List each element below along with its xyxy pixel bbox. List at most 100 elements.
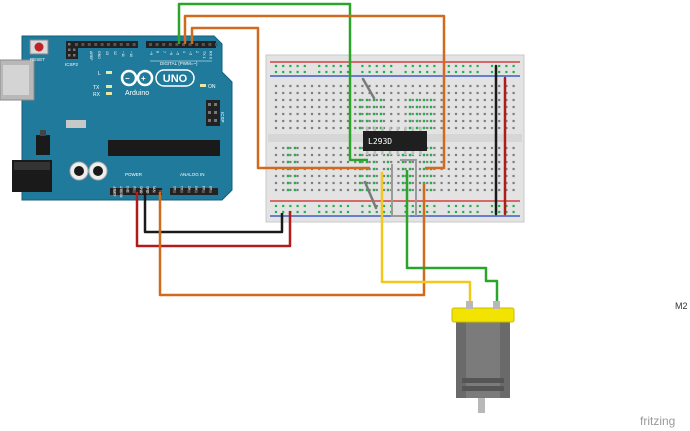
rx-led	[106, 92, 112, 95]
breadboard-hole	[505, 126, 508, 130]
active-hole	[401, 174, 405, 178]
rail-hole	[462, 204, 465, 208]
rail-hole	[512, 204, 515, 208]
breadboard-hole	[512, 98, 515, 102]
header-pin	[100, 43, 104, 46]
breadboard-hole	[368, 174, 371, 178]
breadboard-hole	[498, 181, 501, 185]
rail-hole	[498, 204, 501, 208]
active-hole	[372, 105, 376, 109]
active-hole	[372, 174, 376, 178]
active-hole	[386, 188, 390, 192]
active-hole	[365, 119, 369, 123]
breadboard-hole	[310, 112, 314, 116]
breadboard-hole	[332, 98, 335, 102]
breadboard-hole	[282, 91, 285, 95]
icsp-pin	[214, 119, 217, 122]
active-hole	[358, 146, 362, 150]
breadboard-hole	[505, 84, 508, 88]
digital-header-right	[146, 41, 216, 48]
breadboard-hole	[411, 188, 414, 192]
breadboard-hole	[498, 84, 501, 88]
active-hole	[293, 188, 297, 192]
breadboard-hole	[303, 105, 306, 109]
active-hole	[401, 153, 405, 157]
active-hole	[286, 174, 290, 178]
rail-hole	[339, 64, 342, 68]
rail-hole	[454, 70, 458, 74]
header-pin	[187, 190, 191, 193]
breadboard-hole	[498, 119, 501, 123]
header-pin	[113, 190, 116, 193]
active-hole	[372, 98, 376, 102]
breadboard-hole	[361, 181, 364, 185]
header-pin	[149, 43, 152, 46]
active-hole	[401, 188, 405, 192]
active-hole	[286, 188, 290, 192]
breadboard-hole	[447, 98, 450, 102]
rail-hole	[505, 64, 508, 68]
breadboard-hole	[332, 160, 335, 164]
rail-hole	[282, 210, 285, 214]
breadboard-hole	[498, 112, 501, 116]
rail-hole	[411, 64, 414, 68]
digital-pin-label: 4	[182, 51, 186, 53]
breadboard-hole	[433, 119, 436, 123]
breadboard-hole	[274, 181, 278, 185]
breadboard-hole	[282, 84, 285, 88]
wire-yellow-motor	[380, 172, 472, 306]
breadboard-hole	[303, 126, 306, 130]
breadboard-hole	[404, 91, 407, 95]
breadboard-hole	[332, 153, 335, 157]
rail-hole	[476, 70, 479, 74]
breadboard-hole	[375, 167, 378, 171]
rail-hole	[433, 64, 436, 68]
reset-button[interactable]	[34, 42, 44, 52]
header-pin	[152, 190, 156, 193]
icsp-pin	[214, 103, 217, 106]
header-pin	[126, 190, 130, 193]
rail-hole	[404, 70, 407, 74]
breadboard-hole	[404, 174, 407, 178]
breadboard-hole	[433, 181, 436, 185]
active-hole	[408, 105, 412, 109]
breadboard-hole	[433, 153, 436, 157]
rail-hole	[289, 64, 292, 68]
active-hole	[286, 146, 290, 150]
wire-green-motor	[405, 170, 499, 306]
breadboard-hole	[361, 174, 364, 178]
fritzing-watermark: fritzing	[640, 414, 675, 428]
active-hole	[429, 174, 433, 178]
breadboard-hole	[282, 112, 285, 116]
breadboard-hole	[274, 84, 278, 88]
header-pin	[119, 190, 123, 193]
rail-hole	[476, 204, 479, 208]
active-hole	[293, 153, 297, 157]
chip-body	[363, 131, 427, 151]
breadboard-hole	[440, 112, 443, 116]
breadboard-hole	[404, 167, 407, 171]
breadboard-hole	[469, 84, 472, 88]
logo-left-loop	[120, 69, 138, 87]
rail-hole	[375, 64, 378, 68]
breadboard-hole	[454, 146, 458, 150]
breadboard-hole	[339, 119, 342, 123]
breadboard-hole	[310, 160, 314, 164]
breadboard-hole	[296, 153, 299, 157]
active-hole	[372, 112, 376, 116]
rail-hole	[274, 210, 278, 214]
breadboard-hole	[462, 188, 465, 192]
header-pin	[175, 43, 179, 46]
breadboard-hole	[483, 91, 486, 95]
breadboard-hole	[440, 160, 443, 164]
breadboard-hole	[433, 160, 436, 164]
breadboard-hole	[325, 146, 328, 150]
breadboard-hole	[390, 98, 393, 102]
analog-pin-label: A2	[187, 186, 191, 190]
chip-leg	[404, 127, 407, 132]
rail-hole	[411, 204, 414, 208]
breadboard-hole	[512, 174, 515, 178]
breadboard-hole	[346, 112, 350, 116]
breadboard-hole	[498, 146, 501, 150]
